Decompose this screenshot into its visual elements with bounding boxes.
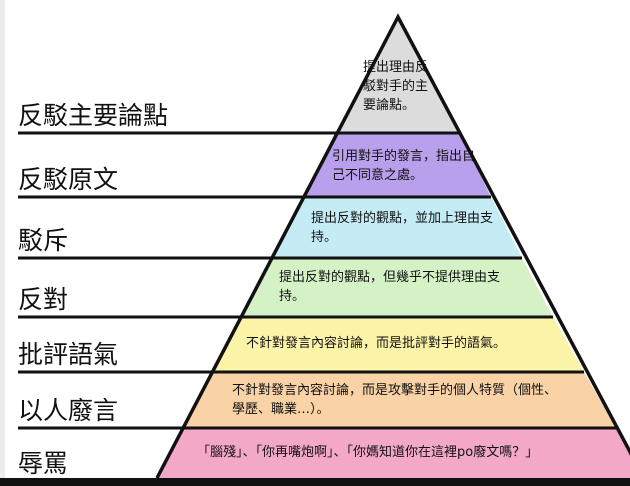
tier-0-shape xyxy=(335,17,460,133)
level-label-refute-central-point: 反駁主要論點 xyxy=(18,101,169,130)
level-description-name-calling: 「腦殘」、「你再嘴炮啊」、「你媽知道你在這裡po廢文嗎？」 xyxy=(197,445,539,460)
tier-3-shape xyxy=(243,258,553,317)
tier-5-shape xyxy=(184,372,616,428)
level-label-contradiction: 反對 xyxy=(18,285,69,314)
level-label-refutation: 反駁原文 xyxy=(18,165,119,194)
level-label-ad-hominem: 以人廢言 xyxy=(18,396,119,425)
pyramid-outline xyxy=(155,13,630,479)
level-description-refutation: 引用對手的發言，指出自己不同意之處。 xyxy=(332,149,476,183)
level-label-tone: 批評語氣 xyxy=(18,340,119,369)
tier-2-shape xyxy=(273,197,522,258)
tier-1-shape xyxy=(304,133,491,197)
left-edge-strip xyxy=(0,0,5,486)
level-description-counterargument: 提出反對的觀點，並加上理由支持。 xyxy=(311,211,494,245)
level-description-tone: 不針對發言內容討論，而是批評對手的語氣。 xyxy=(246,336,507,351)
tier-4-shape xyxy=(214,317,584,372)
level-description-ad-hominem: 不針對發言內容討論，而是攻擊對手的個人特質（個性、學歷、職業…）。 xyxy=(232,383,558,417)
tier-6-shape xyxy=(157,428,630,478)
level-description-contradiction: 提出反對的觀點，但幾乎不提供理由支持。 xyxy=(279,270,501,304)
pyramid-base xyxy=(0,478,630,486)
level-label-counterargument: 駁斥 xyxy=(18,226,69,255)
level-label-name-calling: 辱罵 xyxy=(18,449,69,478)
level-description-refute-central-point: 提出理由反駁對手的主要論點。 xyxy=(363,60,429,113)
